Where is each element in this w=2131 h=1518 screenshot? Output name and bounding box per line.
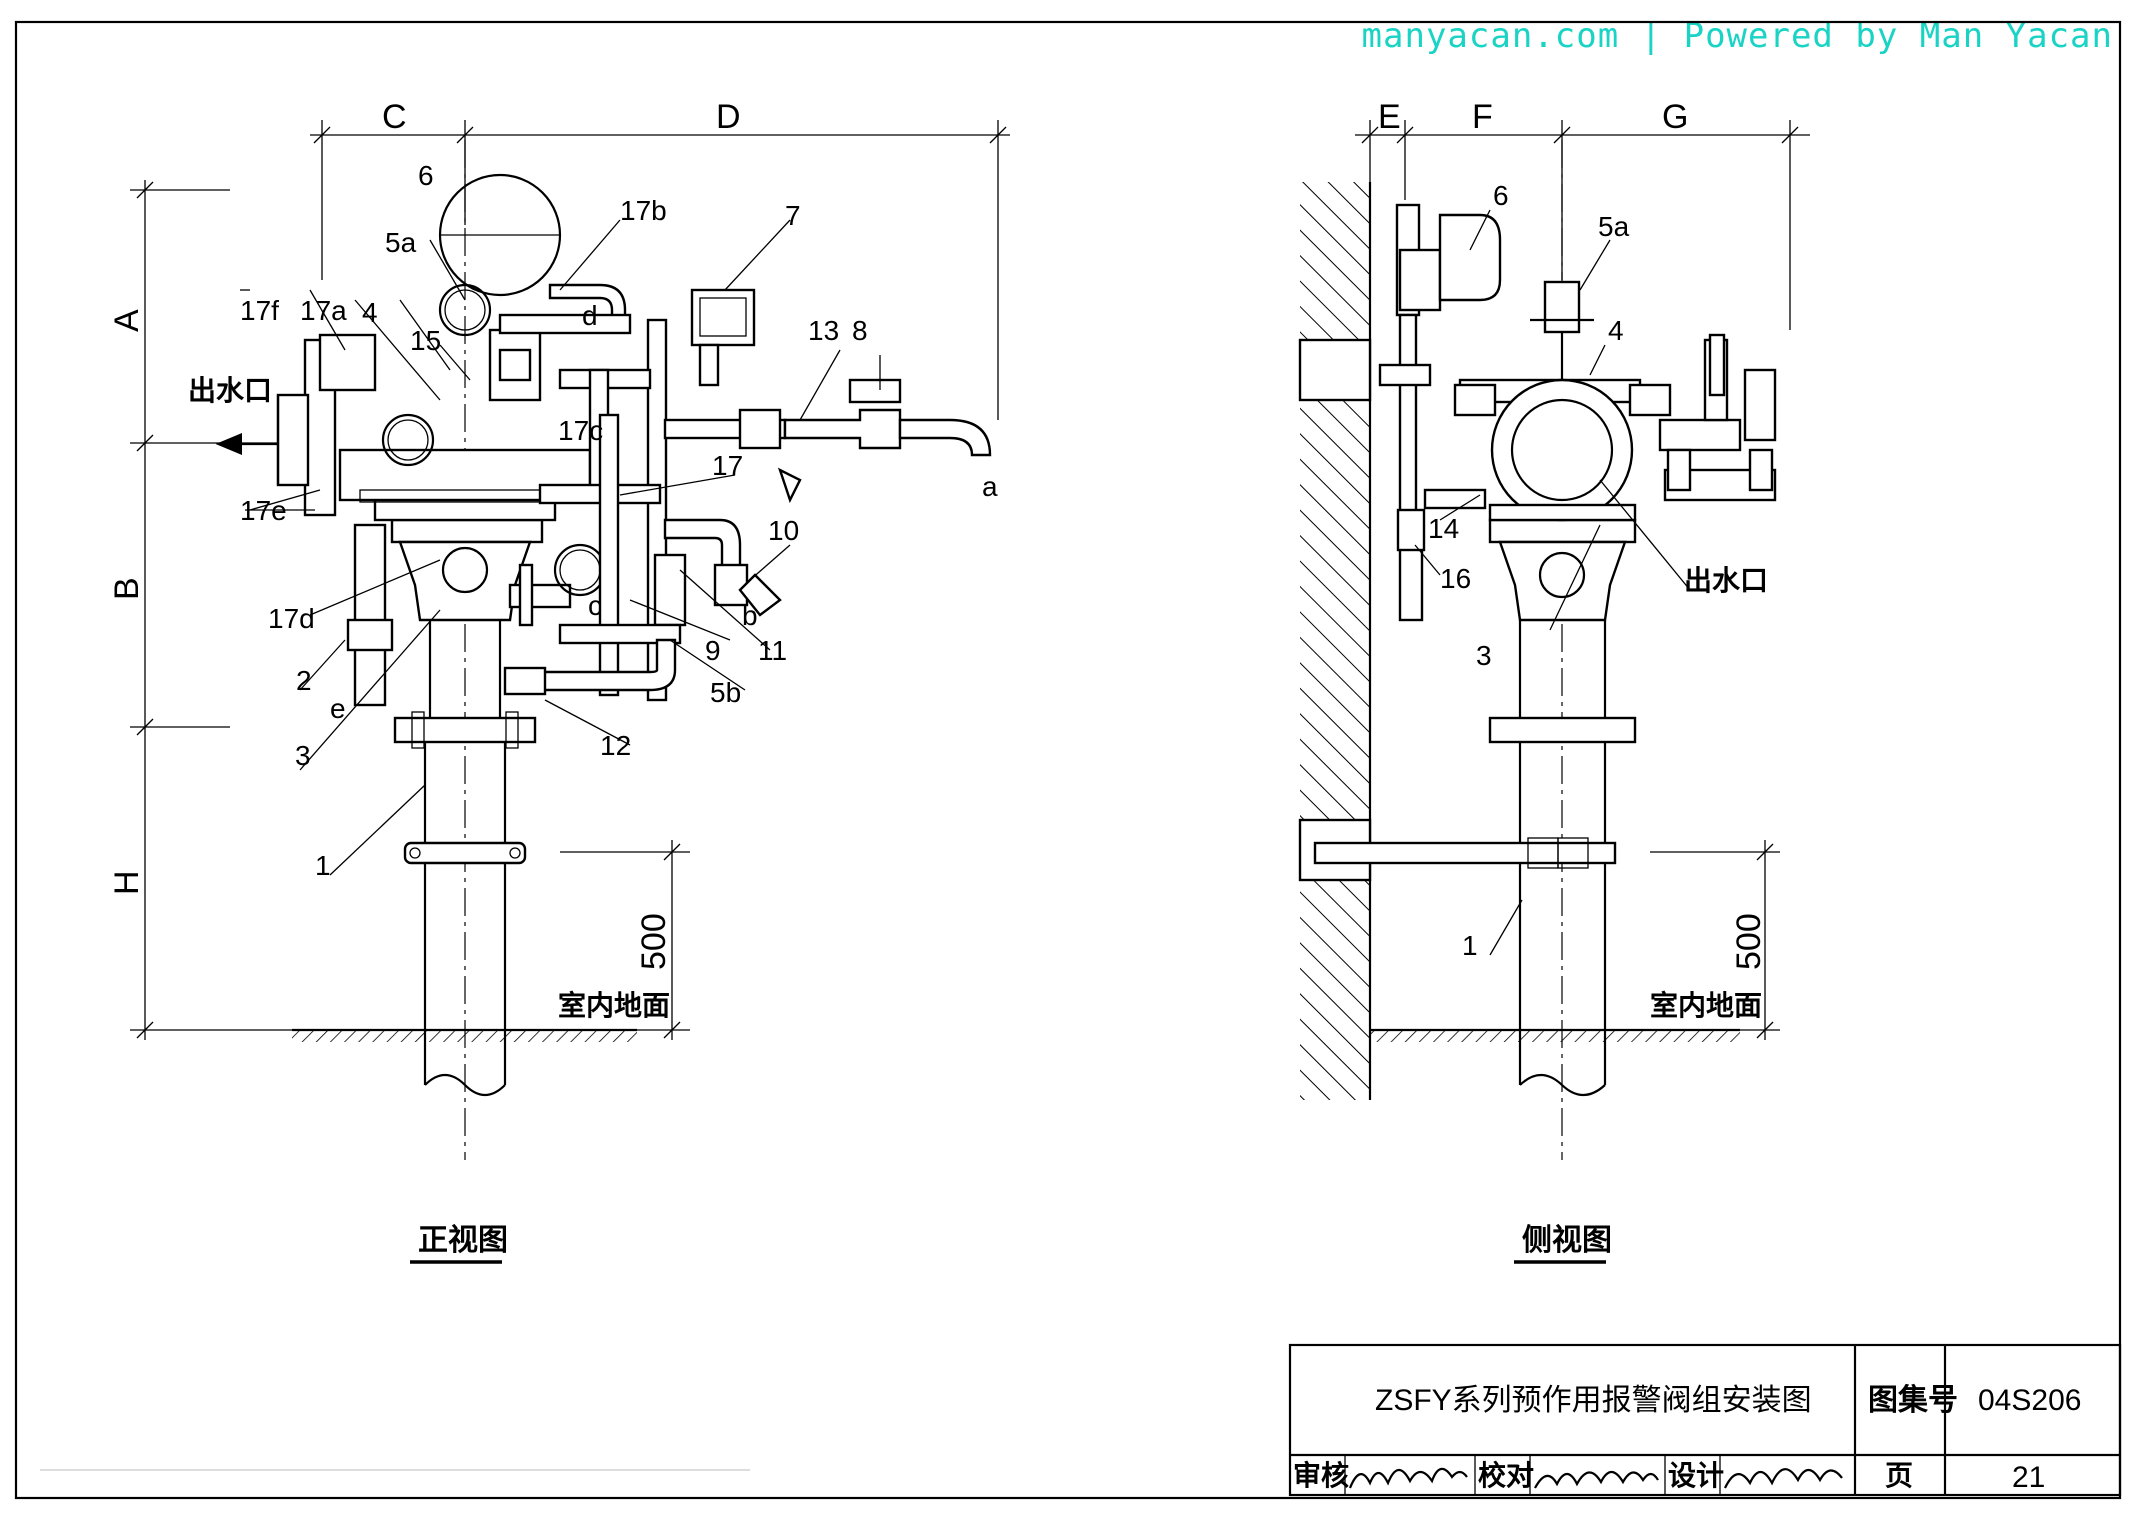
side-alarm-valve xyxy=(1423,280,1777,622)
part-2-label: 2 xyxy=(296,665,312,696)
front-outlet: 出水口 xyxy=(188,338,337,517)
front-part-labels: 6 5a 17b 7 17f 17a 4 15 d 13 8 17c 17 a … xyxy=(240,160,998,881)
part-4-label: 4 xyxy=(362,297,378,328)
front-outlet-label: 出水口 xyxy=(188,375,272,406)
side-wall xyxy=(1300,182,1370,1100)
part-17c-label: 17c xyxy=(558,415,603,446)
review-label: 审核 xyxy=(1293,1459,1349,1491)
front-leaders xyxy=(240,219,881,876)
side-part-1-label: 1 xyxy=(1462,930,1478,961)
design-signature xyxy=(1724,1468,1843,1489)
part-8-label: 8 xyxy=(852,315,868,346)
side-outlet-label: 出水口 xyxy=(1684,565,1768,596)
dim-g-label: G xyxy=(1662,98,1688,136)
side-dim-500-label: 500 xyxy=(1730,913,1768,970)
part-15-label: 15 xyxy=(410,325,441,356)
side-part-6-label: 6 xyxy=(1493,180,1509,211)
front-view: C D A B H 500 xyxy=(108,98,1010,1264)
side-part-16-label: 16 xyxy=(1440,563,1471,594)
front-drain-pipe xyxy=(346,523,394,707)
side-leaders xyxy=(1414,209,1691,956)
side-riser-pipe xyxy=(1313,140,1637,1160)
side-part-4-label: 4 xyxy=(1608,315,1624,346)
part-5a-label: 5a xyxy=(385,227,417,258)
part-d-label: d xyxy=(582,300,598,331)
part-3-label: 3 xyxy=(295,740,311,771)
part-e-label: e xyxy=(330,693,346,724)
dim-e-label: E xyxy=(1378,98,1401,136)
part-6-label: 6 xyxy=(418,160,434,191)
atlas-label: 图集号 xyxy=(1868,1384,1958,1417)
front-alarm-valve xyxy=(338,448,592,627)
side-view-caption: 侧视图 xyxy=(1522,1224,1612,1257)
front-trim-piping xyxy=(498,283,992,702)
check-signature xyxy=(1534,1470,1659,1489)
front-floor: 室内地面 xyxy=(292,989,670,1042)
title-block: ZSFY系列预作用报警阀组安装图 图集号 04S206 审核 校对 设计 页 2… xyxy=(1288,1343,2122,1497)
dim-f-label: F xyxy=(1472,98,1493,136)
side-view: E F G 500 室内地面 xyxy=(1298,98,1810,1264)
side-floor: 室内地面 xyxy=(1370,989,1762,1042)
side-part-14-label: 14 xyxy=(1428,513,1459,544)
front-floor-label: 室内地面 xyxy=(558,989,670,1021)
part-17-label: 17 xyxy=(712,450,743,481)
front-riser-pipe xyxy=(393,140,537,1160)
part-1-label: 1 xyxy=(315,850,331,881)
dim-h-label: H xyxy=(108,870,146,895)
part-17d-label: 17d xyxy=(268,603,315,634)
part-17e-label: 17e xyxy=(240,495,287,526)
drawing-frame xyxy=(14,20,2122,1500)
front-view-caption: 正视图 xyxy=(418,1224,508,1257)
design-label: 设计 xyxy=(1668,1460,1724,1491)
front-dims-left: A B H xyxy=(108,180,330,1040)
part-17f-label: 17f xyxy=(240,295,279,326)
side-dims-top: E F G xyxy=(1355,98,1810,330)
front-dims-top: C D xyxy=(310,98,1010,420)
part-c-label: c xyxy=(588,590,602,621)
side-floor-label: 室内地面 xyxy=(1650,989,1762,1021)
part-b-label: b xyxy=(742,600,758,631)
page-number: 21 xyxy=(2012,1461,2045,1494)
check-label: 校对 xyxy=(1478,1459,1534,1491)
side-part-5a-label: 5a xyxy=(1598,211,1630,242)
atlas-number: 04S206 xyxy=(1978,1384,2081,1417)
page-label: 页 xyxy=(1885,1460,1913,1491)
review-signature xyxy=(1348,1467,1468,1489)
part-11-label: 11 xyxy=(758,635,787,666)
part-a-label: a xyxy=(982,471,998,502)
part-9-label: 9 xyxy=(705,635,721,666)
dim-500-label: 500 xyxy=(635,913,673,970)
drawing-title: ZSFY系列预作用报警阀组安装图 xyxy=(1375,1384,1812,1417)
part-10-label: 10 xyxy=(768,515,799,546)
part-12-label: 12 xyxy=(600,730,631,761)
dim-d-label: D xyxy=(716,98,741,136)
side-part-3-label: 3 xyxy=(1476,640,1492,671)
part-17a-label: 17a xyxy=(300,295,347,326)
part-13-label: 13 xyxy=(808,315,839,346)
dim-c-label: C xyxy=(382,98,407,136)
part-7-label: 7 xyxy=(785,200,801,231)
side-wall-instruments xyxy=(1378,203,1502,622)
part-5b-label: 5b xyxy=(710,677,741,708)
front-accessories xyxy=(318,173,756,597)
dim-a-label: A xyxy=(108,309,146,332)
part-17b-label: 17b xyxy=(620,195,667,226)
side-dim-500: 500 xyxy=(1650,840,1780,1040)
dim-b-label: B xyxy=(108,577,146,600)
side-part-labels: 6 5a 4 14 16 出水口 3 1 xyxy=(1428,180,1768,961)
